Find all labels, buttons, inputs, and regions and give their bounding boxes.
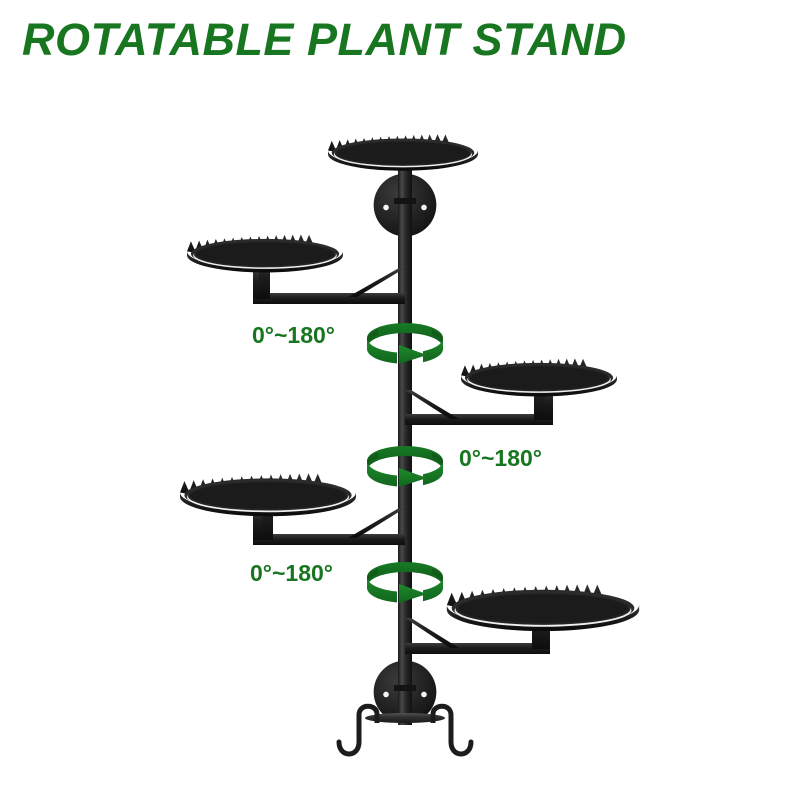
shelf-bottom-right [405,584,640,654]
brace-upper-right [405,390,459,419]
tray-icon-upper-left [187,234,343,273]
tray-icon-bottom-right [446,584,640,632]
brace-bottom-right [405,618,459,648]
hanging-hook-icon-right [430,703,474,757]
shelf-lower-left [180,473,405,545]
wall-mount-plate-top [373,172,437,238]
rotation-label-bottom: 0°~180° [250,560,333,586]
arm-upper-right [405,414,553,425]
arm-lower-left [253,534,405,545]
arm-upper-left [253,293,405,304]
foot-plate [365,713,445,723]
base-assembly [336,659,474,757]
tray-post-upper-left [259,259,270,299]
rotation-label-top: 0°~180° [252,322,335,348]
arm-bottom-right [405,643,550,654]
brace-upper-left [348,268,405,297]
tray-icon-upper-right [461,358,617,397]
tray-icon-lower-left [180,473,356,517]
tray-post-lower-left [262,500,273,540]
tray-icon-top [328,134,478,171]
page-title: ROTATABLE PLANT STAND [22,14,627,65]
brace-lower-left [348,508,405,538]
tray-post-upper-right [534,382,545,420]
hanging-hook-icon-left [336,703,380,757]
shelf-upper-right [405,358,617,425]
rotation-label-middle: 0°~180° [459,445,542,471]
shelf-upper-left [187,234,405,304]
